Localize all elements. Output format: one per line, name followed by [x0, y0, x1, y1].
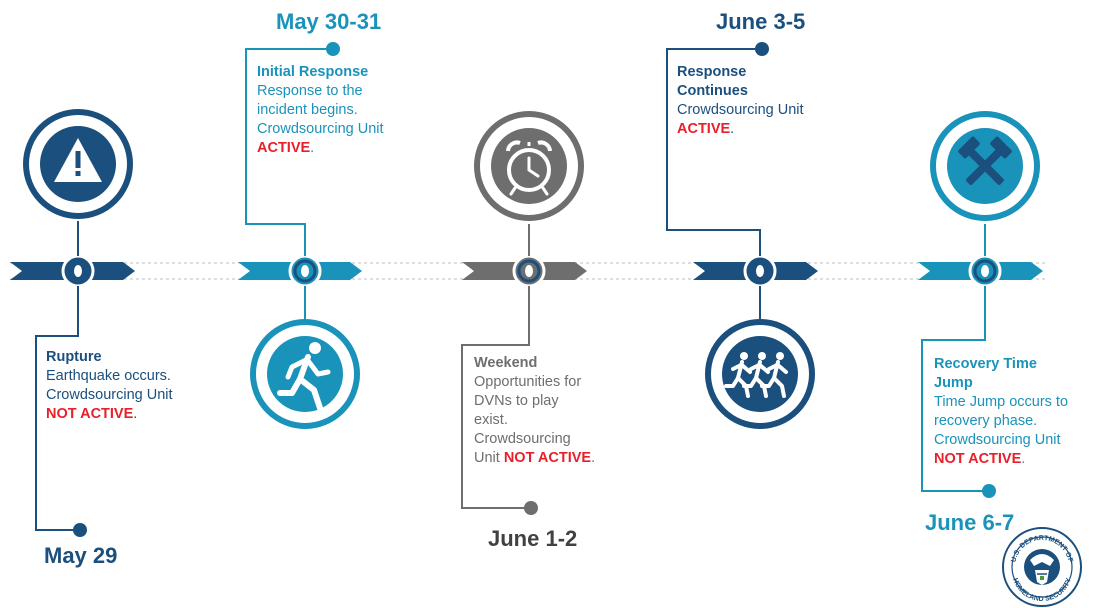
stage-2-date: May 30-31	[276, 9, 382, 34]
stage-5-line-2: recovery phase.	[934, 413, 1038, 429]
stage-1-date-dot	[73, 523, 87, 537]
stage-1-date: May 29	[44, 543, 118, 568]
stage-5-description: Recovery Time Jump Time Jump occurs to r…	[934, 355, 1096, 469]
stage-1-connector-down	[35, 286, 80, 531]
stage-4-graphics	[666, 42, 818, 429]
stage-5-connector-down	[921, 286, 989, 492]
stage-2-line-2: incident begins.	[257, 102, 358, 118]
stage-3-line-4: Crowdsourcing	[474, 431, 571, 447]
group-running-icon	[705, 319, 815, 429]
stage-3-line-2: DVNs to play	[474, 393, 559, 409]
stage-1-title: Rupture	[46, 349, 102, 365]
stage-2-line-3: Crowdsourcing Unit	[257, 121, 384, 137]
stage-2-description: Initial Response Response to the inciden…	[257, 63, 437, 158]
stage-3-line-5: Unit	[474, 450, 500, 466]
stage-3-date-dot	[524, 501, 538, 515]
stage-4-title-line-1: Response	[677, 64, 747, 80]
stage-4-title-line-2: Continues	[677, 83, 748, 99]
stage-1-status: NOT ACTIVE	[46, 406, 134, 422]
stage-3-status: NOT ACTIVE	[503, 450, 592, 466]
stage-5-date-dot	[982, 484, 996, 498]
stage-4-connector-up	[666, 48, 762, 256]
stage-5-title-line-2: Jump	[934, 375, 973, 391]
alarm-clock-icon	[474, 111, 584, 221]
stage-4-line-1: Crowdsourcing Unit	[677, 102, 804, 118]
stage-2-graphics	[238, 42, 362, 429]
stage-2-date-dot	[326, 42, 340, 56]
stage-2-line-1: Response to the	[257, 83, 363, 99]
running-person-icon	[250, 319, 360, 429]
stage-3-graphics	[461, 111, 587, 515]
warning-icon	[23, 109, 133, 219]
stage-4-date-dot	[755, 42, 769, 56]
stage-3-line-1: Opportunities for	[474, 374, 582, 390]
stage-4-date: June 3-5	[716, 9, 806, 34]
stage-5-status: NOT ACTIVE	[934, 451, 1022, 467]
stage-2-title: Initial Response	[257, 64, 369, 80]
hammers-icon	[930, 111, 1040, 221]
stage-1-graphics	[10, 109, 135, 537]
stage-1-line-1: Earthquake occurs.	[46, 368, 171, 384]
stage-5-line-3: Crowdsourcing Unit	[934, 432, 1061, 448]
stage-3-date: June 1-2	[488, 526, 578, 551]
stage-5-line-1: Time Jump occurs to	[934, 394, 1069, 410]
dhs-seal-icon: U.S. DEPARTMENT OF HOMELAND SECURITY	[1002, 527, 1082, 607]
stage-3-description: Weekend Opportunities for DVNs to play e…	[474, 354, 654, 468]
stage-2-connector-up	[245, 48, 333, 256]
stage-3-connector-down	[461, 286, 531, 509]
stage-1-line-2: Crowdsourcing Unit	[46, 387, 173, 403]
stage-1-description: Rupture Earthquake occurs. Crowdsourcing…	[46, 348, 226, 424]
stage-2-status: ACTIVE	[257, 140, 311, 156]
stage-3-line-3: exist.	[474, 412, 508, 428]
stage-5-graphics	[918, 111, 1043, 498]
stage-4-status: ACTIVE	[677, 121, 731, 137]
stage-4-description: Response Continues Crowdsourcing Unit AC…	[677, 63, 857, 139]
stage-5-title-line-1: Recovery Time	[934, 356, 1037, 372]
stage-5-date: June 6-7	[925, 510, 1015, 535]
stage-3-title: Weekend	[474, 355, 538, 371]
